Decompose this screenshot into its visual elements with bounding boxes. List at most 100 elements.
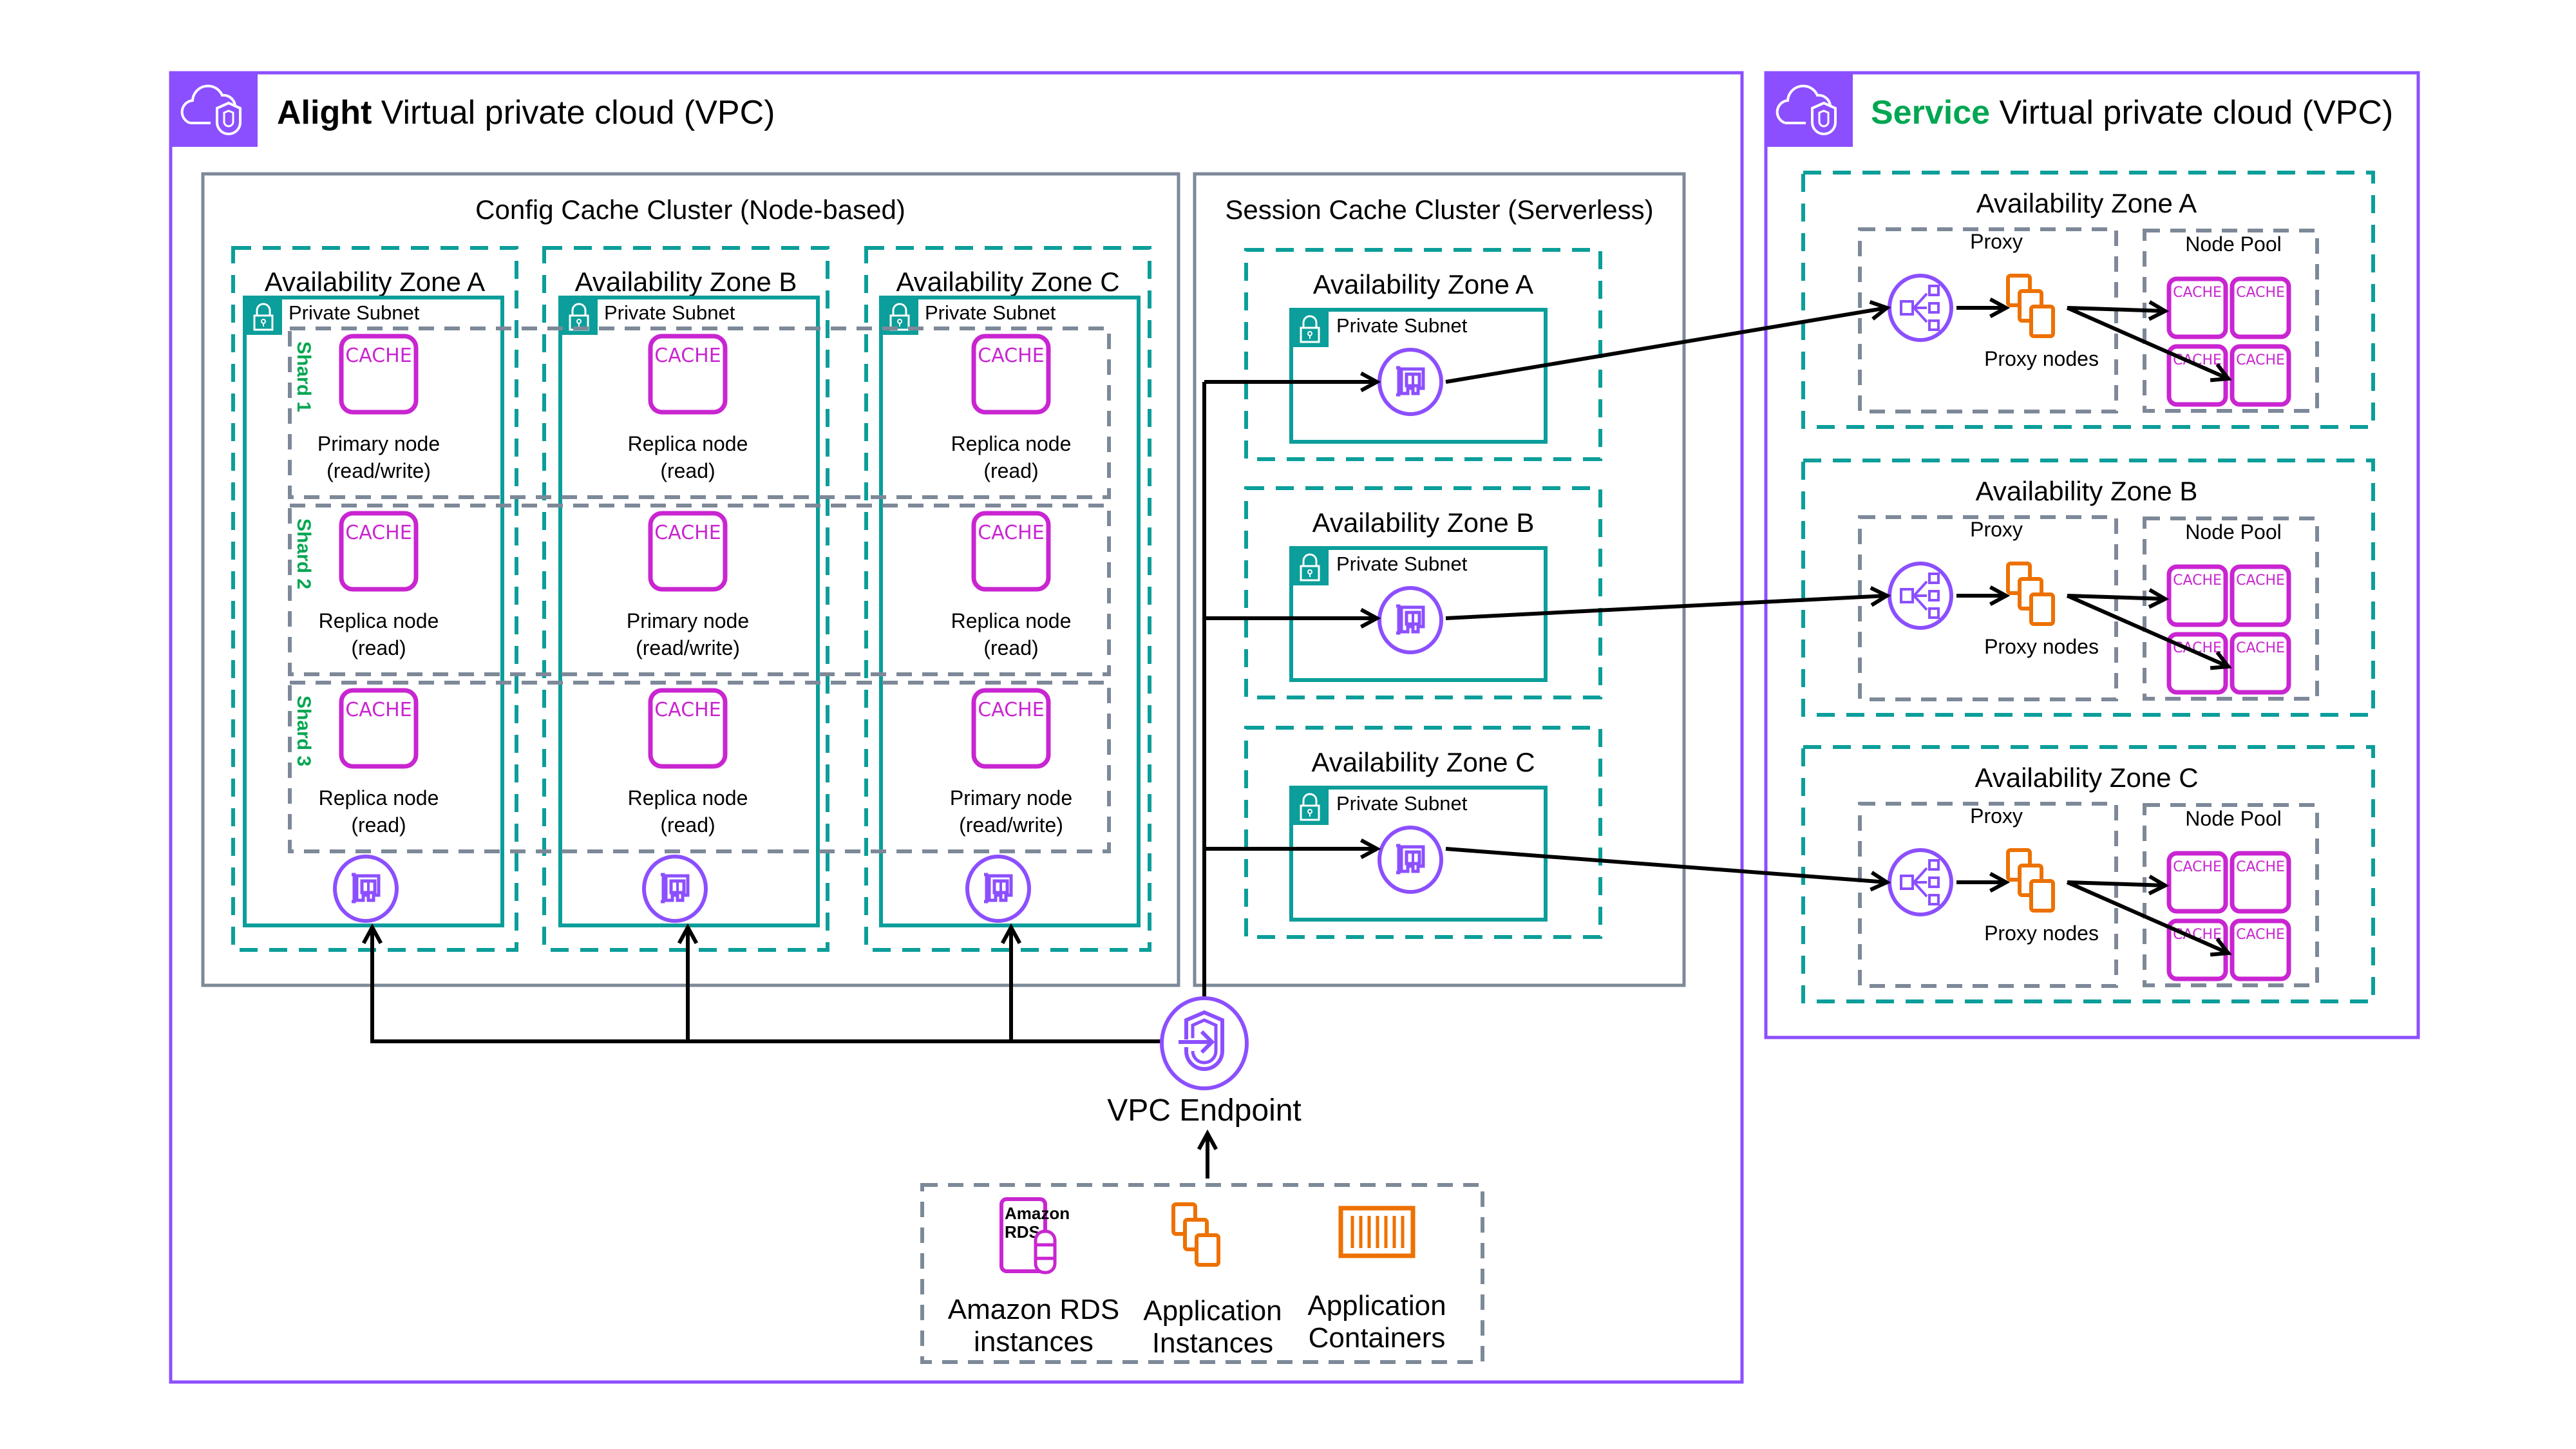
- az-label: Availability Zone C: [896, 267, 1119, 297]
- connector-line: [2066, 594, 2230, 668]
- shield-inner-icon: [1191, 1018, 1218, 1065]
- shard-2: Shard 2: [288, 504, 1111, 676]
- app-instances-label-2: Instances: [1152, 1327, 1273, 1359]
- cache-icon-label: CACHE: [2236, 859, 2285, 875]
- cache-icon: [971, 511, 1051, 592]
- az-label: Availability Zone A: [265, 267, 485, 297]
- proxy-nodes-label: Proxy nodes: [1984, 347, 2099, 370]
- cache-icon: [339, 334, 419, 415]
- az-border: [1801, 171, 2375, 429]
- load-balancer-icon[interactable]: [1889, 564, 1951, 628]
- shield-icon: [1184, 1010, 1224, 1071]
- network-interface-icon[interactable]: [335, 857, 397, 921]
- network-interface-icon[interactable]: [1379, 588, 1441, 652]
- arrowhead-icon: [1197, 1129, 1218, 1151]
- service-vpc-title-rest: Virtual private cloud (VPC): [1990, 94, 2393, 131]
- connector-line: [2066, 306, 2230, 381]
- private-subnet-label: Private Subnet: [1336, 314, 1468, 337]
- az-border: [1244, 486, 1602, 699]
- alight-vpc-title-bold: Alight: [277, 94, 372, 131]
- cache-icon-label: CACHE: [2173, 573, 2222, 589]
- cache-icon-label: CACHE: [2236, 927, 2285, 943]
- lock-icon: [1290, 308, 1330, 348]
- load-balancer-icon[interactable]: [1889, 850, 1951, 914]
- shard-border: [288, 681, 1111, 853]
- cache-icon-label: CACHE: [345, 699, 412, 721]
- load-balancer-icon[interactable]: [1889, 276, 1951, 340]
- pool-cache-node[interactable]: CACHE: [2230, 276, 2291, 339]
- pool-cache-node[interactable]: CACHE: [2166, 276, 2228, 339]
- arrowhead-icon: [1000, 923, 1022, 945]
- pool-cache-node[interactable]: CACHE: [2230, 344, 2291, 407]
- pool-cache-node[interactable]: CACHE: [2230, 632, 2291, 695]
- arrowhead-icon: [1989, 585, 2011, 607]
- network-interface-icon[interactable]: [644, 857, 706, 921]
- connector-line: [2067, 880, 2166, 887]
- node-role: Replica node: [319, 609, 439, 632]
- vpc-cloud-shield-icon: [169, 71, 259, 148]
- pool-cache-node[interactable]: CACHE: [2166, 851, 2228, 914]
- node-access: (read/write): [959, 813, 1063, 837]
- app-instances-label-1: Application: [1143, 1295, 1282, 1327]
- arrowhead-icon: [1359, 371, 1381, 393]
- network-interface-icon[interactable]: [1379, 350, 1441, 414]
- network-interface-icon[interactable]: [1379, 828, 1441, 892]
- pool-cache-node[interactable]: CACHE: [2230, 851, 2291, 914]
- node-access: (read): [983, 636, 1038, 659]
- az-border: [1244, 726, 1602, 939]
- arrowhead-icon: [2210, 363, 2232, 383]
- cache-icon-label: CACHE: [654, 522, 721, 544]
- service-vpc: Service Virtual private cloud (VPC): [1764, 71, 2420, 1039]
- vpc-endpoint[interactable]: VPC Endpoint: [1107, 996, 1302, 1128]
- cache-icon-label: CACHE: [345, 345, 412, 367]
- node-role: Replica node: [628, 432, 748, 455]
- pool-cache-node[interactable]: CACHE: [2230, 564, 2291, 627]
- cache-icon-label: CACHE: [2236, 573, 2285, 589]
- cache-icon: [648, 334, 728, 415]
- arrowhead-icon: [2210, 650, 2232, 670]
- pool-cache-node[interactable]: CACHE: [2230, 918, 2291, 981]
- session-cluster-title: Session Cache Cluster (Serverless): [1225, 194, 1653, 225]
- cache-icon: [2230, 276, 2291, 339]
- node-pool-border: [2143, 803, 2319, 987]
- node-role: Replica node: [628, 786, 748, 810]
- proxy-nodes-icon: [2008, 276, 2053, 336]
- node-role: Replica node: [951, 609, 1072, 632]
- private-subnet-border: [243, 296, 504, 927]
- cache-icon: [648, 511, 728, 592]
- node-pool-border: [2143, 516, 2319, 701]
- cache-icon: [2166, 851, 2228, 914]
- proxy-group-border: [1858, 227, 2118, 413]
- pool-cache-node[interactable]: CACHE: [2166, 564, 2228, 627]
- az-border: [864, 246, 1151, 952]
- arrowhead-icon: [2148, 875, 2170, 896]
- proxy-label: Proxy: [1970, 804, 2023, 828]
- node-role: Replica node: [319, 786, 439, 810]
- rds-icon: Amazon RDS: [999, 1197, 1070, 1274]
- arrowhead-icon: [1359, 838, 1381, 860]
- connector-line: [1445, 594, 1888, 620]
- proxy-nodes-label: Proxy nodes: [1984, 922, 2099, 945]
- alight-vpc: Alight Virtual private cloud (VPC): [169, 71, 1744, 1384]
- shard-border: [288, 504, 1111, 676]
- network-interface-icon[interactable]: [967, 857, 1029, 921]
- cache-icon: [2166, 276, 2228, 339]
- node-pool-border: [2143, 229, 2319, 413]
- ec2-instances-icon: [1173, 1204, 1218, 1265]
- alight-vpc-border: [169, 71, 1744, 1384]
- private-subnet-border: [1289, 786, 1548, 922]
- node-role: Replica node: [951, 432, 1072, 455]
- connector-line: [1445, 847, 1888, 884]
- proxy-group-border: [1858, 802, 2118, 988]
